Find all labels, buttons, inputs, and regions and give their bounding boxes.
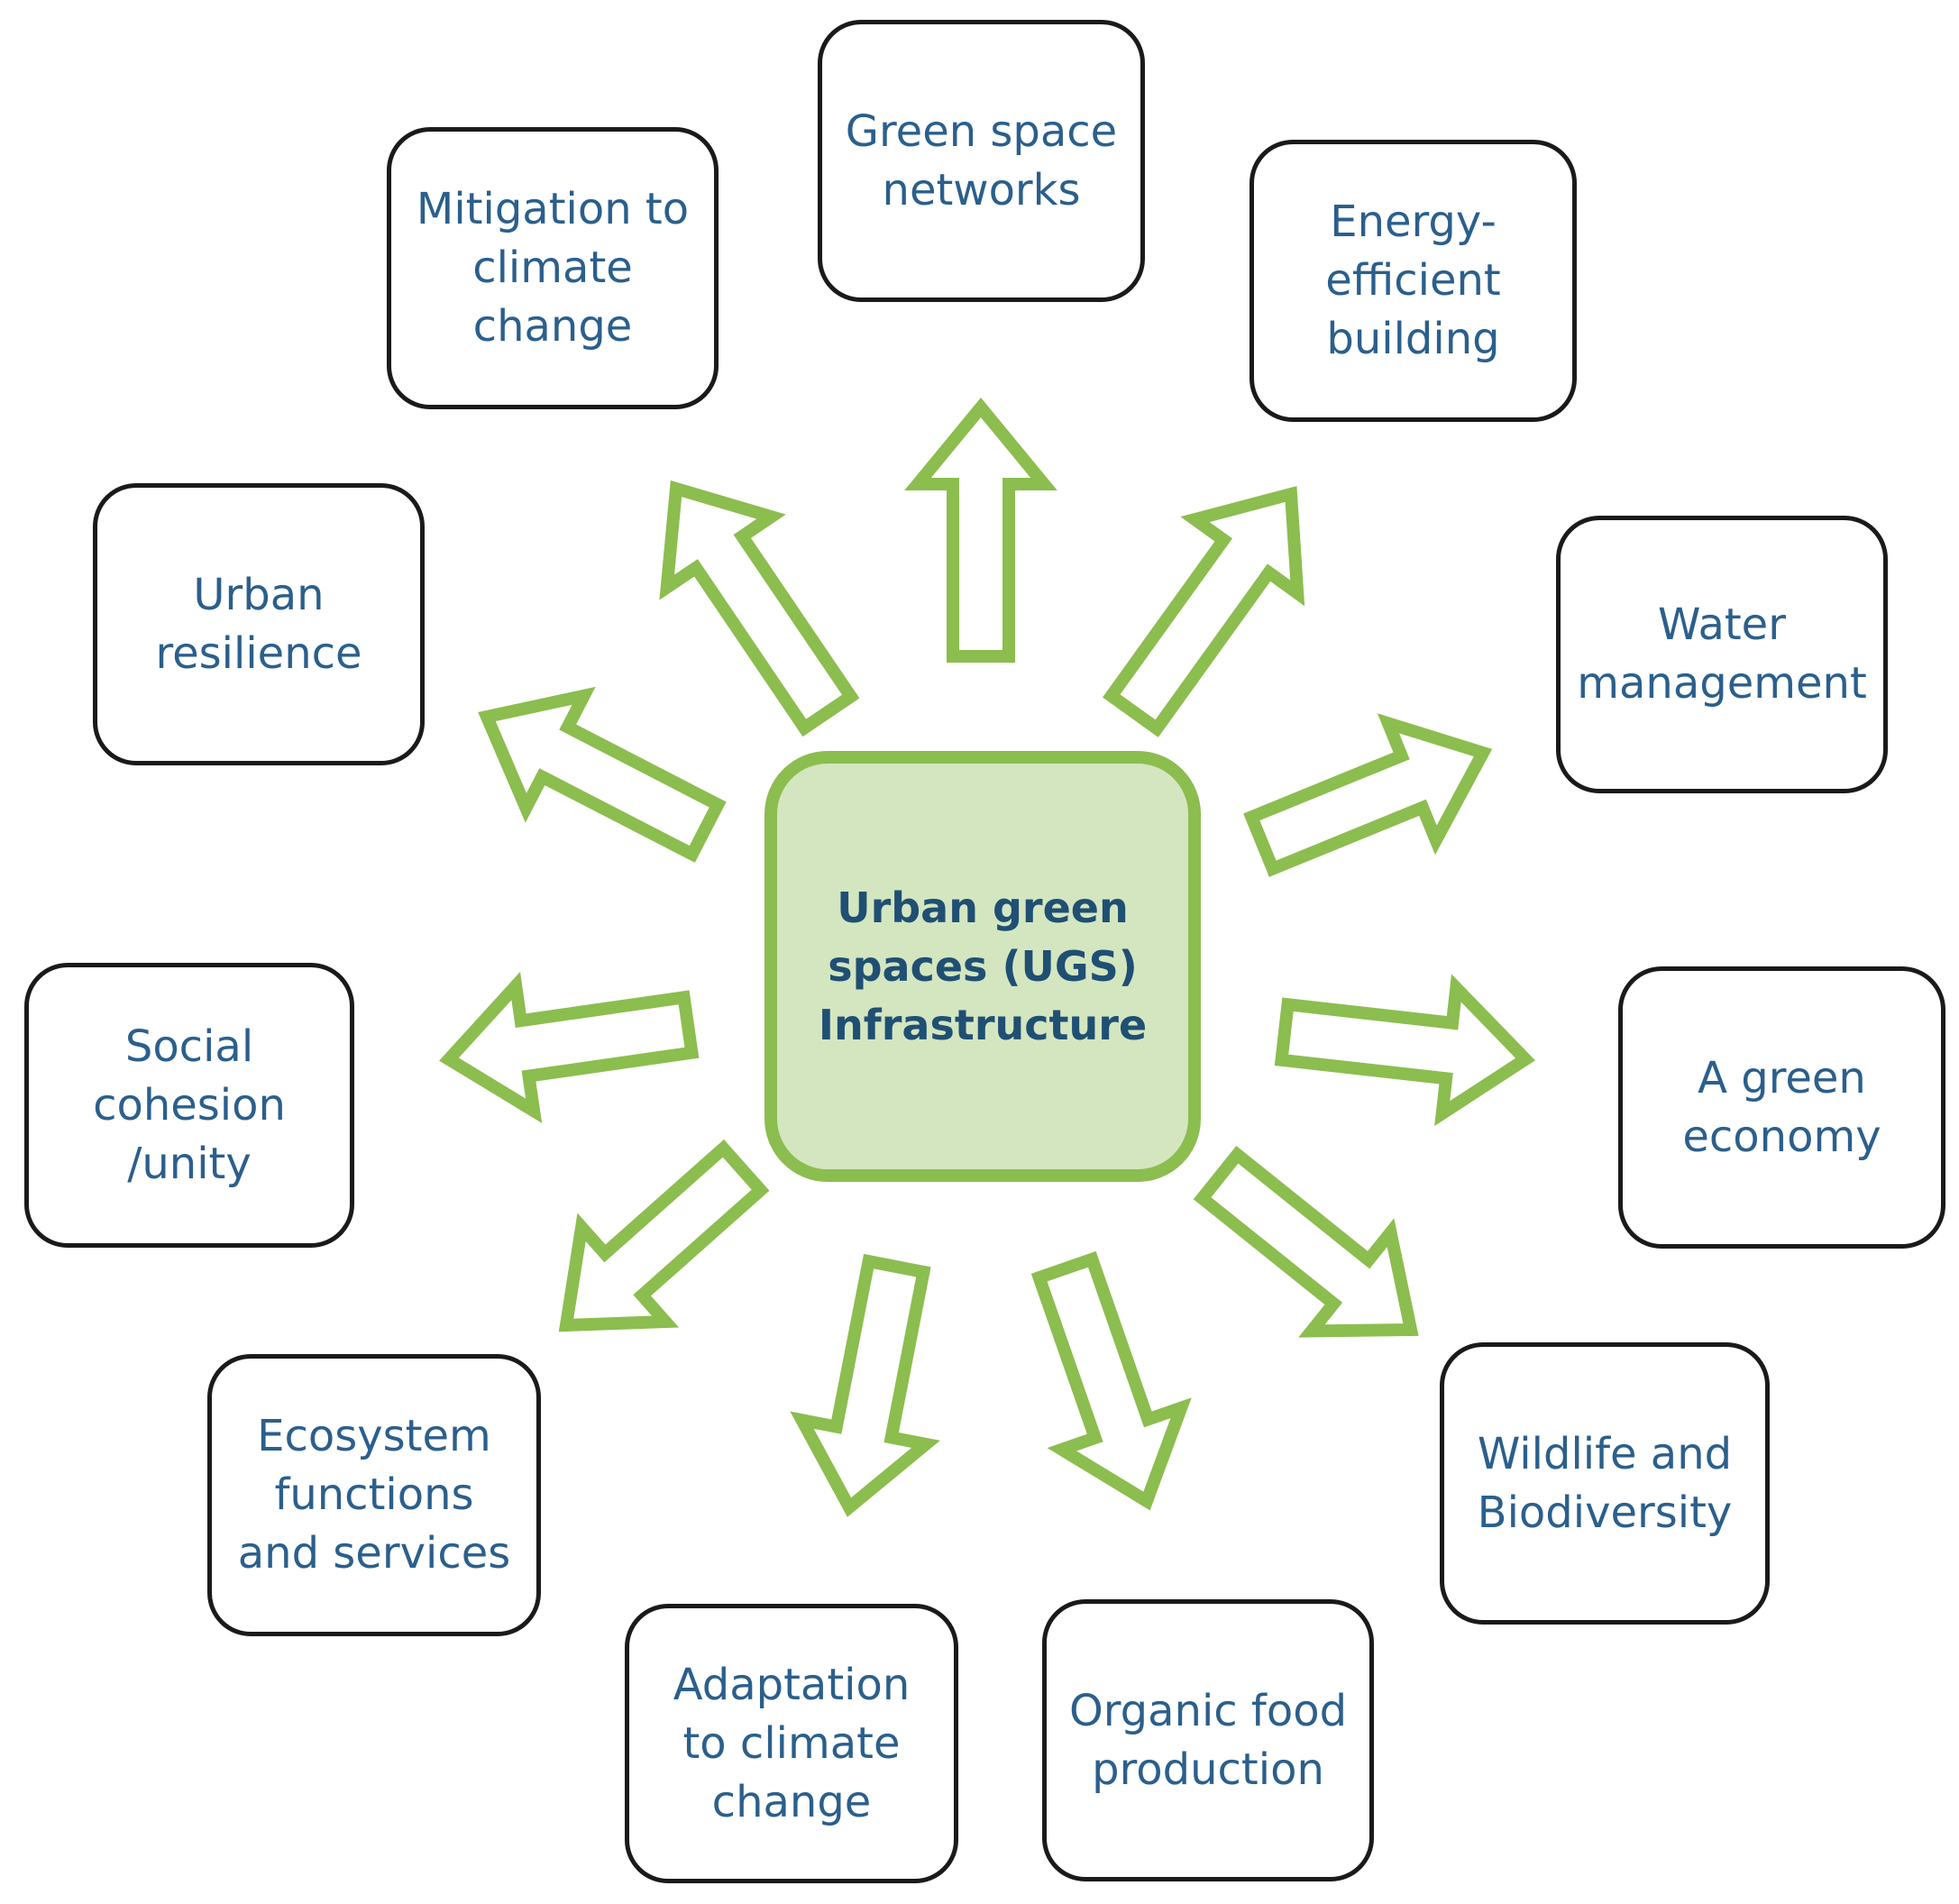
arrow-to-ecosystem-functions — [558, 1139, 770, 1332]
node-green-space-networks: Green space networks — [818, 20, 1145, 302]
center-node-label: Urban green spaces (UGS) Infrastructure — [818, 883, 1148, 1049]
arrow-to-social-cohesion — [439, 971, 700, 1123]
node-label: Urban resilience — [155, 569, 362, 679]
node-label: Green space networks — [845, 105, 1118, 215]
node-label: Wildlife and Biodiversity — [1477, 1428, 1733, 1538]
node-label: A green economy — [1682, 1052, 1881, 1162]
arrow-to-mitigation-climate-change — [659, 480, 860, 737]
node-organic-food-production: Organic food production — [1042, 1599, 1374, 1881]
node-water-management: Water management — [1556, 516, 1888, 793]
node-label: Organic food production — [1068, 1685, 1348, 1795]
arrow-to-green-economy — [1274, 974, 1535, 1127]
arrow-to-urban-resilience — [478, 686, 727, 863]
node-label: Energy- efficient building — [1325, 197, 1501, 364]
node-wildlife-biodiversity: Wildlife and Biodiversity — [1440, 1342, 1770, 1625]
node-label: Ecosystem functions and services — [237, 1411, 511, 1579]
node-label: Water management — [1577, 600, 1867, 709]
center-node-ugs: Urban green spaces (UGS) Infrastructure — [764, 751, 1201, 1182]
arrow-to-adaptation-climate-change — [790, 1253, 940, 1517]
node-ecosystem-functions: Ecosystem functions and services — [207, 1354, 541, 1636]
node-urban-resilience: Urban resilience — [93, 483, 425, 765]
node-social-cohesion: Social cohesion /unity — [24, 963, 354, 1248]
node-label: Social cohesion /unity — [93, 1021, 286, 1189]
node-energy-efficient-building: Energy- efficient building — [1250, 140, 1577, 422]
node-label: Adaptation to climate change — [673, 1659, 911, 1827]
arrow-to-green-space-networks — [904, 397, 1057, 663]
node-adaptation-climate-change: Adaptation to climate change — [625, 1604, 958, 1883]
node-green-economy: A green economy — [1618, 966, 1945, 1249]
arrow-to-organic-food-production — [1030, 1250, 1192, 1511]
node-label: Mitigation to climate change — [416, 184, 690, 352]
arrow-to-water-management — [1243, 713, 1493, 877]
arrow-to-wildlife-biodiversity — [1193, 1145, 1419, 1338]
arrow-to-energy-efficient-building — [1103, 486, 1305, 737]
node-mitigation-climate-change: Mitigation to climate change — [387, 127, 719, 409]
